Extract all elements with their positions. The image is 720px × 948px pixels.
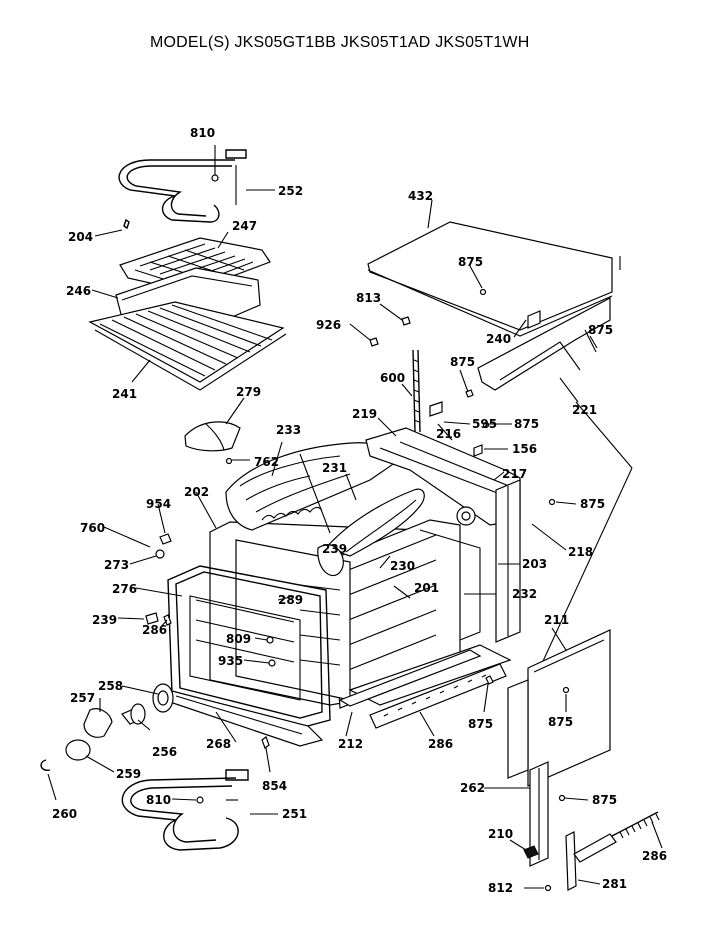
label-201: 201 — [414, 581, 439, 595]
label-273: 273 — [104, 558, 129, 572]
label-875d: 875 — [580, 497, 605, 511]
label-875g: 875 — [548, 715, 573, 729]
label-252: 252 — [278, 184, 303, 198]
label-809: 809 — [226, 632, 251, 646]
label-257: 257 — [70, 691, 95, 705]
label-259: 259 — [116, 767, 141, 781]
label-875f: 875 — [588, 323, 613, 337]
label-239b: 239 — [322, 542, 347, 556]
oven-rack — [88, 301, 287, 391]
label-231: 231 — [322, 461, 347, 475]
label-218: 218 — [568, 545, 593, 559]
label-432: 432 — [408, 189, 433, 203]
screw-810b — [196, 796, 204, 804]
label-810: 810 — [190, 126, 215, 140]
leader — [379, 555, 391, 569]
label-233: 233 — [276, 423, 301, 437]
vent-duct — [317, 488, 425, 577]
screw-926 — [369, 337, 379, 347]
label-875h: 875 — [592, 793, 617, 807]
back-panel — [527, 629, 611, 787]
screw-854 — [261, 736, 270, 749]
right-side-panel — [495, 479, 521, 643]
label-268: 268 — [206, 737, 231, 751]
label-813: 813 — [356, 291, 381, 305]
oven-top-frame — [365, 401, 521, 526]
label-239: 239 — [92, 613, 117, 627]
label-251: 251 — [282, 807, 307, 821]
side-trim-strip — [507, 679, 549, 867]
thermostat-rod — [412, 349, 421, 433]
label-246: 246 — [66, 284, 91, 298]
label-286b: 286 — [428, 737, 453, 751]
label-954: 954 — [146, 497, 171, 511]
label-241: 241 — [112, 387, 137, 401]
label-854: 854 — [262, 779, 287, 793]
label-810b: 810 — [146, 793, 171, 807]
switch-156 — [473, 444, 483, 457]
label-217: 217 — [502, 467, 527, 481]
label-875a: 875 — [458, 255, 483, 269]
screw-809 — [266, 636, 274, 644]
label-219: 219 — [352, 407, 377, 421]
top-panel — [367, 221, 621, 337]
label-210: 210 — [488, 827, 513, 841]
screw-813 — [401, 316, 411, 326]
label-258: 258 — [98, 679, 123, 693]
label-260: 260 — [52, 807, 77, 821]
label-875b: 875 — [450, 355, 475, 369]
label-216: 216 — [436, 427, 461, 441]
label-232: 232 — [512, 587, 537, 601]
label-600: 600 — [380, 371, 405, 385]
broil-element — [118, 149, 247, 223]
screw-810 — [211, 174, 219, 182]
label-211: 211 — [544, 613, 569, 627]
label-286c: 286 — [642, 849, 667, 863]
label-256: 256 — [152, 745, 177, 759]
label-247: 247 — [232, 219, 257, 233]
door-hinge — [523, 811, 660, 891]
label-935: 935 — [218, 654, 243, 668]
label-262: 262 — [460, 781, 485, 795]
label-203: 203 — [522, 557, 547, 571]
diagram-title: MODEL(S) JKS05GT1BB JKS05T1AD JKS05T1WH — [150, 34, 530, 51]
label-812: 812 — [488, 881, 513, 895]
label-212: 212 — [338, 737, 363, 751]
light-shield — [184, 421, 241, 452]
label-202: 202 — [184, 485, 209, 499]
door-frame — [167, 565, 331, 729]
label-221: 221 — [572, 403, 597, 417]
label-240: 240 — [486, 332, 511, 346]
rear-bracket — [477, 297, 611, 391]
label-760: 760 — [80, 521, 105, 535]
label-230: 230 — [390, 559, 415, 573]
label-281: 281 — [602, 877, 627, 891]
latch-screws — [145, 533, 172, 626]
label-762: 762 — [254, 455, 279, 469]
label-595: 595 — [472, 417, 497, 431]
label-289: 289 — [278, 593, 303, 607]
label-279: 279 — [236, 385, 261, 399]
label-875c: 875 — [514, 417, 539, 431]
label-926: 926 — [316, 318, 341, 332]
bottom-rails — [338, 649, 507, 729]
screw-935 — [268, 659, 276, 667]
label-875e: 875 — [468, 717, 493, 731]
label-156: 156 — [512, 442, 537, 456]
label-204: 204 — [68, 230, 93, 244]
label-276: 276 — [112, 582, 137, 596]
control-knob-parts — [40, 683, 174, 771]
label-286a: 286 — [142, 623, 167, 637]
bake-element — [121, 769, 249, 851]
